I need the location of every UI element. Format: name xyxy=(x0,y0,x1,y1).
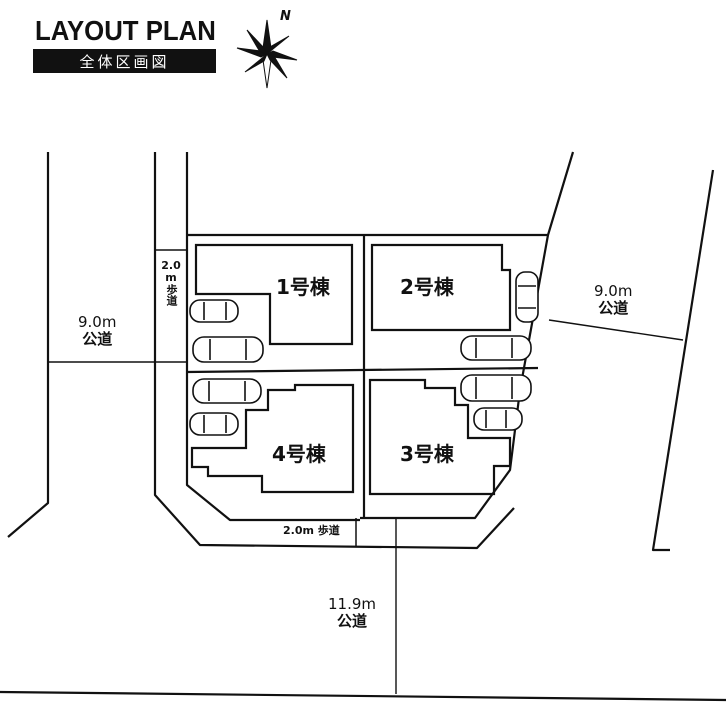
east-road-label: 9.0m 公道 xyxy=(594,283,632,316)
car-icon xyxy=(515,271,539,323)
car-icon xyxy=(189,299,239,323)
south-sidewalk-label: 2.0m 歩道 xyxy=(283,524,340,537)
east-road-width: 9.0m xyxy=(594,282,633,300)
lot-3-label: 3号棟 xyxy=(400,442,454,466)
lot-1-building xyxy=(194,243,354,346)
west-sidewalk-unit: m xyxy=(165,271,177,285)
lot-4-building xyxy=(190,383,355,494)
subtitle-text: 全体区画図 xyxy=(79,52,170,71)
car-icon xyxy=(189,412,239,436)
south-road-label: 11.9m 公道 xyxy=(328,596,376,629)
west-road-edge xyxy=(7,152,50,538)
car-icon xyxy=(192,336,264,363)
compass-icon: N xyxy=(236,9,298,89)
subtitle-bar: 全体区画図 xyxy=(33,49,216,73)
west-road-type: 公道 xyxy=(82,329,113,348)
west-road-label: 9.0m 公道 xyxy=(78,314,116,347)
page-title: LAYOUT PLAN xyxy=(35,15,216,46)
car-icon xyxy=(192,378,262,404)
lot-3-building xyxy=(368,378,512,496)
car-icon xyxy=(460,335,532,361)
east-road-type: 公道 xyxy=(598,298,629,317)
lot-1-label: 1号棟 xyxy=(276,275,330,299)
west-road-width: 9.0m xyxy=(78,313,117,331)
car-icon xyxy=(460,374,532,402)
south-road-width: 11.9m xyxy=(328,595,377,613)
lot-2-label: 2号棟 xyxy=(400,275,454,299)
south-road-type: 公道 xyxy=(337,611,368,630)
west-sidewalk-label: 2.0 m 歩道 xyxy=(158,259,184,307)
car-icon xyxy=(473,407,523,431)
lot-4-label: 4号棟 xyxy=(272,442,326,466)
west-sidewalk-type: 歩道 xyxy=(165,284,179,307)
west-sidewalk-width: 2.0 xyxy=(161,259,181,272)
compass-north-label: N xyxy=(280,9,291,24)
lot-2-building xyxy=(370,243,512,332)
south-sidewalk-outer xyxy=(153,152,515,550)
